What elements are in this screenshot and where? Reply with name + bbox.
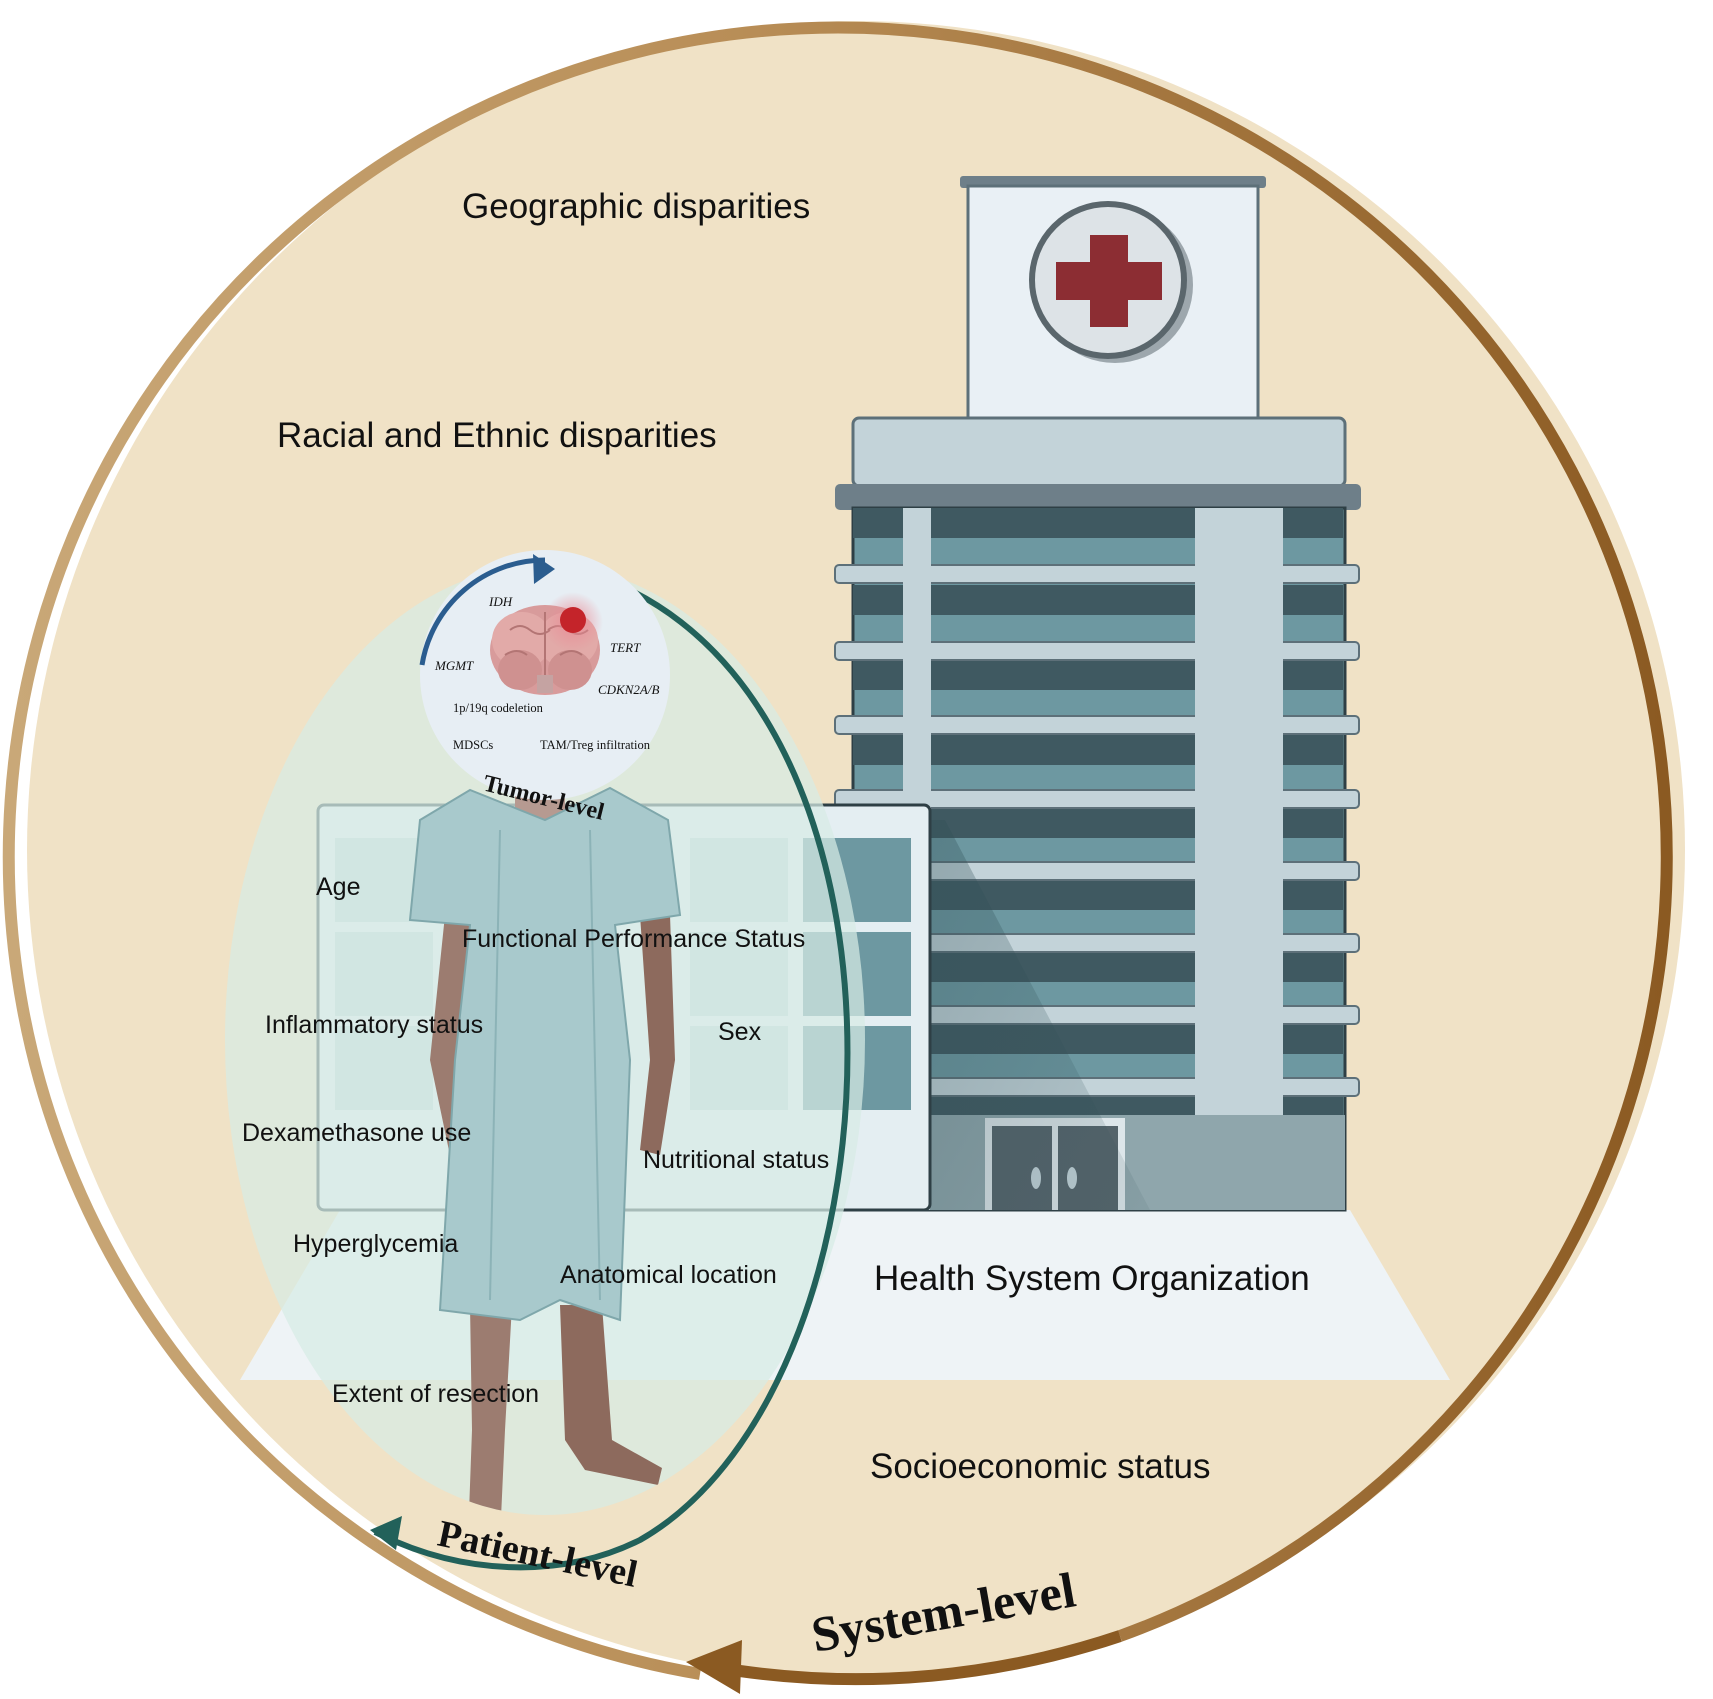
factor-nutritional: Nutritional status	[643, 1146, 829, 1174]
factor-geographic: Geographic disparities	[462, 187, 810, 226]
gene-tert: TERT	[610, 640, 641, 655]
factor-hyperglycemia: Hyperglycemia	[293, 1230, 458, 1258]
factor-codeletion: 1p/19q codeletion	[453, 701, 544, 715]
tumor-level-circle	[420, 550, 670, 800]
factor-inflammatory: Inflammatory status	[265, 1011, 483, 1039]
gene-mgmt: MGMT	[434, 658, 474, 673]
factor-racial: Racial and Ethnic disparities	[277, 416, 717, 455]
gene-idh: IDH	[488, 594, 513, 609]
factor-socioeconomic: Socioeconomic status	[870, 1447, 1210, 1486]
tumor-icon	[543, 592, 603, 652]
factor-mdsc: MDSCs	[453, 738, 493, 752]
factor-tam-treg: TAM/Treg infiltration	[540, 738, 651, 752]
factor-functional-status: Functional Performance Status	[462, 925, 805, 953]
factor-anatomical: Anatomical location	[560, 1261, 777, 1289]
factor-dexamethasone: Dexamethasone use	[242, 1119, 471, 1147]
factor-health-system: Health System Organization	[874, 1259, 1310, 1298]
factor-resection: Extent of resection	[332, 1380, 539, 1408]
gene-cdkn2ab: CDKN2A/B	[598, 682, 659, 697]
factor-age: Age	[316, 873, 360, 901]
factor-sex: Sex	[718, 1018, 762, 1046]
